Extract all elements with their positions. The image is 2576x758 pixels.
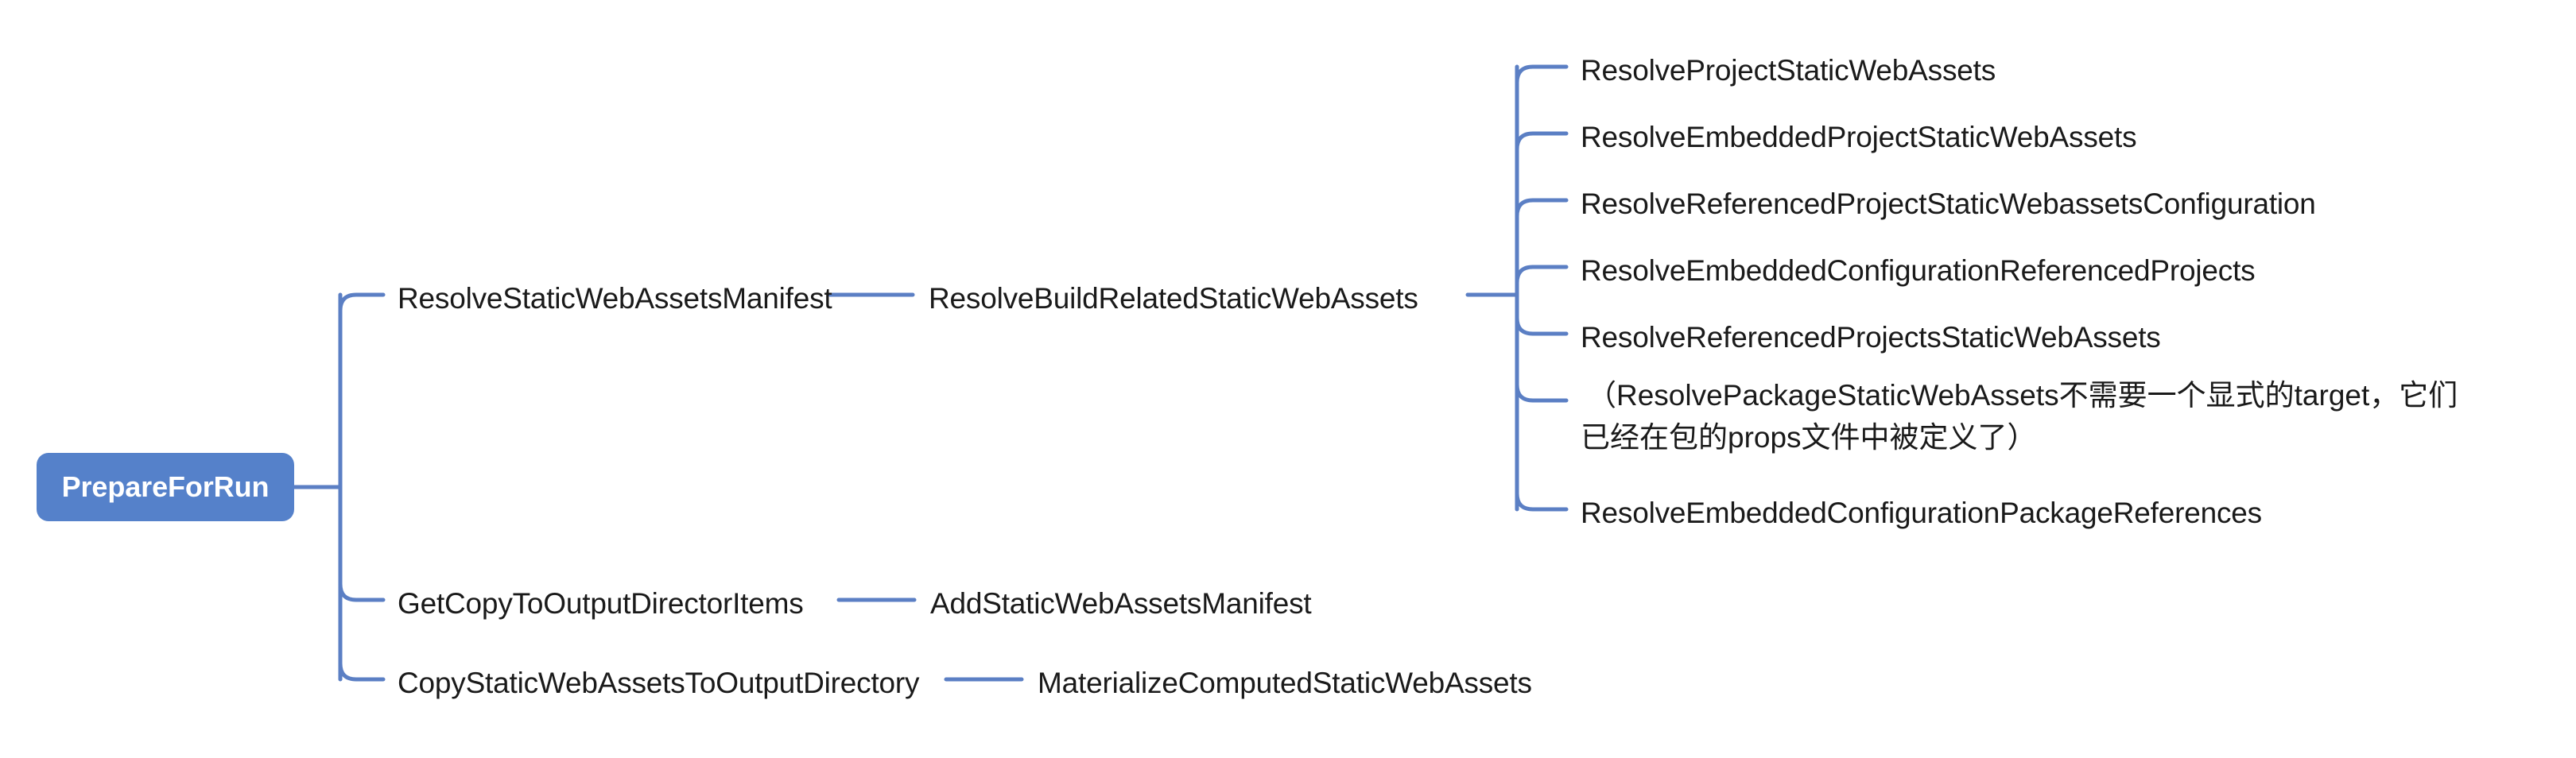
- wire-branch-l2-0: [338, 292, 386, 313]
- node-resolve-project-static-web-assets[interactable]: ResolveProjectStaticWebAssets: [1581, 54, 1996, 87]
- wire-branch-l2-2: [338, 661, 386, 682]
- wire-branch-l4-5: [1515, 382, 1569, 403]
- node-resolve-embedded-configuration-package-references[interactable]: ResolveEmbeddedConfigurationPackageRefer…: [1581, 497, 2262, 529]
- node-copy-static-web-assets-to-output-directory[interactable]: CopyStaticWebAssetsToOutputDirectory: [398, 667, 920, 699]
- node-resolve-embedded-configuration-referenced-projects[interactable]: ResolveEmbeddedConfigurationReferencedPr…: [1581, 254, 2256, 287]
- wire-branch-l4-0: [1515, 64, 1569, 85]
- wire-branch-l4-3: [1515, 265, 1569, 285]
- wire-branch-l4-1: [1515, 131, 1569, 152]
- wire-branch-l2-1: [338, 582, 386, 602]
- node-resolve-referenced-project-static-webassets-configuration[interactable]: ResolveReferencedProjectStaticWebassetsC…: [1581, 188, 2316, 220]
- node-resolve-package-static-web-assets-note[interactable]: （ResolvePackageStaticWebAssets不需要一个显式的ta…: [1581, 379, 2458, 454]
- node-resolve-embedded-project-static-web-assets[interactable]: ResolveEmbeddedProjectStaticWebAssets: [1581, 121, 2137, 153]
- node-add-static-web-assets-manifest[interactable]: AddStaticWebAssetsManifest: [930, 587, 1312, 620]
- wire-branch-l4-4: [1515, 315, 1569, 336]
- node-resolve-referenced-projects-static-web-assets[interactable]: ResolveReferencedProjectsStaticWebAssets: [1581, 321, 2161, 354]
- node-resolve-static-web-assets-manifest[interactable]: ResolveStaticWebAssetsManifest: [398, 282, 832, 315]
- node-resolve-build-related-static-web-assets[interactable]: ResolveBuildRelatedStaticWebAssets: [929, 282, 1418, 315]
- node-get-copy-to-output-director-items[interactable]: GetCopyToOutputDirectorItems: [398, 587, 804, 620]
- wire-branch-l4-2: [1515, 198, 1569, 219]
- wire-branch-l4-6: [1515, 491, 1569, 512]
- root-node-prepare-for-run[interactable]: PrepareForRun: [37, 453, 294, 521]
- node-materialize-computed-static-web-assets[interactable]: MaterializeComputedStaticWebAssets: [1038, 667, 1532, 699]
- root-node-label: PrepareForRun: [61, 470, 270, 503]
